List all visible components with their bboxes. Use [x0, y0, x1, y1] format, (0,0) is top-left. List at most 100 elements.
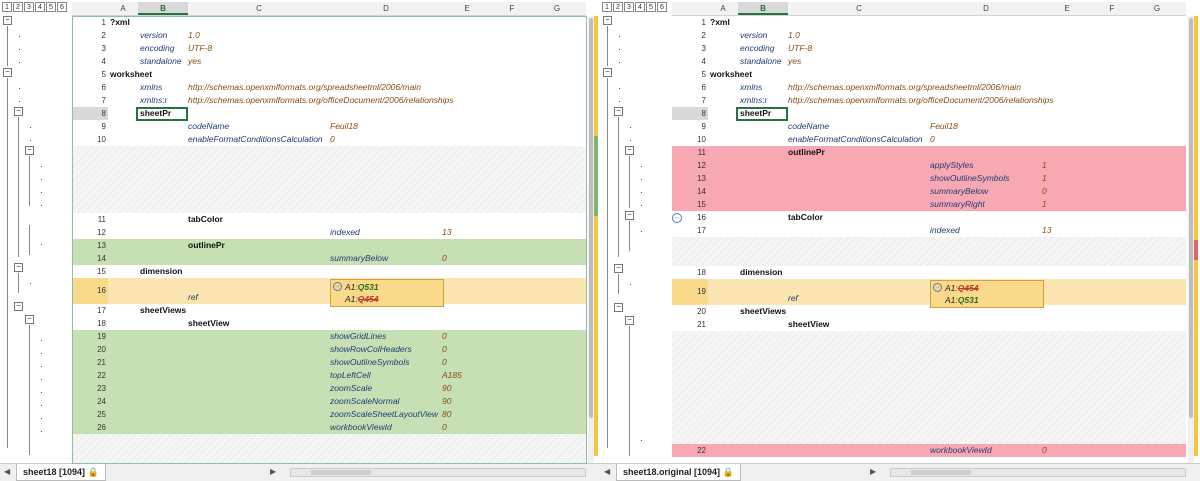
- attribute-value[interactable]: 1: [1042, 160, 1047, 170]
- selected-cell[interactable]: [136, 107, 188, 121]
- outline-level-5-button[interactable]: 5: [46, 2, 56, 12]
- tab-prev-icon[interactable]: ◀: [4, 467, 11, 476]
- attribute-value[interactable]: A185: [442, 370, 462, 380]
- scroll-thumb[interactable]: [589, 18, 593, 418]
- attribute-value[interactable]: http://schemas.openxmlformats.org/office…: [788, 95, 1054, 105]
- row-number[interactable]: 20: [97, 345, 106, 354]
- attribute-name[interactable]: zoomScale: [330, 383, 373, 393]
- attribute-name[interactable]: showOutlineSymbols: [330, 357, 410, 367]
- attribute-name[interactable]: standalone: [140, 56, 182, 66]
- attribute-value[interactable]: 0: [330, 134, 335, 144]
- attribute-name[interactable]: version: [140, 30, 168, 40]
- attribute-value[interactable]: 13: [1042, 225, 1052, 235]
- row-number[interactable]: 5: [101, 70, 106, 79]
- outline-collapse-icon[interactable]: −: [625, 211, 634, 220]
- row-number[interactable]: 3: [101, 44, 106, 53]
- attribute-name[interactable]: workbookViewId: [930, 445, 992, 455]
- column-header-g[interactable]: G: [553, 4, 561, 13]
- attribute-name[interactable]: xmlns:r: [740, 95, 768, 105]
- attribute-value[interactable]: UTF-8: [188, 43, 213, 53]
- row-number[interactable]: 26: [97, 423, 106, 432]
- attribute-name[interactable]: enableFormatConditionsCalculation: [788, 134, 923, 144]
- row-number[interactable]: 20: [697, 307, 706, 316]
- horizontal-scrollbar[interactable]: [290, 468, 586, 477]
- attribute-name[interactable]: zoomScaleNormal: [330, 396, 400, 406]
- row-number[interactable]: 14: [697, 187, 706, 196]
- element-name[interactable]: ?xml: [710, 17, 730, 27]
- column-header-f[interactable]: F: [509, 4, 515, 13]
- attribute-name[interactable]: summaryRight: [930, 199, 985, 209]
- attribute-value[interactable]: 0: [442, 253, 447, 263]
- row-number[interactable]: 25: [97, 410, 106, 419]
- element-name[interactable]: ?xml: [110, 17, 130, 27]
- attribute-name[interactable]: showRowColHeaders: [330, 344, 412, 354]
- attribute-value[interactable]: 0: [442, 422, 447, 432]
- tab-next-icon[interactable]: ▶: [270, 467, 277, 476]
- row-number[interactable]: 11: [697, 148, 706, 157]
- row-number[interactable]: 24: [97, 397, 106, 406]
- horizontal-scrollbar[interactable]: [890, 468, 1186, 477]
- row-number[interactable]: 8: [672, 107, 708, 120]
- element-name[interactable]: sheetPr: [740, 108, 772, 118]
- attribute-value[interactable]: 80: [442, 409, 452, 419]
- attribute-name[interactable]: zoomScaleSheetLayoutView: [330, 409, 439, 419]
- row-number[interactable]: 16: [697, 213, 706, 222]
- attribute-value[interactable]: yes: [788, 56, 802, 66]
- attribute-value[interactable]: UTF-8: [788, 43, 813, 53]
- column-header-a[interactable]: A: [720, 4, 726, 13]
- scroll-thumb[interactable]: [311, 470, 371, 475]
- attribute-value[interactable]: 0: [442, 344, 447, 354]
- row-number[interactable]: 12: [97, 228, 106, 237]
- row-number[interactable]: 19: [672, 279, 708, 305]
- attribute-name[interactable]: indexed: [930, 225, 960, 235]
- attribute-value[interactable]: 90: [442, 383, 452, 393]
- sheet-tab[interactable]: sheet18.original [1094] 🔒: [616, 464, 741, 481]
- attribute-name[interactable]: indexed: [330, 227, 360, 237]
- row-number[interactable]: 9: [701, 122, 706, 131]
- outline-level-6-button[interactable]: 6: [657, 2, 667, 12]
- row-number[interactable]: 18: [97, 319, 106, 328]
- element-name[interactable]: worksheet: [110, 69, 153, 79]
- attribute-name[interactable]: codeName: [788, 121, 830, 131]
- attribute-value[interactable]: Feuil18: [330, 121, 358, 131]
- attribute-name[interactable]: showOutlineSymbols: [930, 173, 1010, 183]
- swap-arrow-icon[interactable]: →: [333, 282, 342, 291]
- swap-arrow-icon[interactable]: →: [933, 283, 942, 292]
- attribute-value[interactable]: http://schemas.openxmlformats.org/spread…: [188, 82, 421, 92]
- row-number[interactable]: 5: [701, 70, 706, 79]
- attribute-value[interactable]: 90: [442, 396, 452, 406]
- column-header-e[interactable]: E: [464, 4, 470, 13]
- row-number[interactable]: 6: [101, 83, 106, 92]
- outline-collapse-icon[interactable]: −: [3, 68, 12, 77]
- column-header-d[interactable]: D: [383, 4, 389, 13]
- attribute-value[interactable]: 0: [1042, 445, 1047, 455]
- outline-collapse-icon[interactable]: −: [14, 107, 23, 116]
- attribute-name[interactable]: xmlns:r: [140, 95, 168, 105]
- column-header-d[interactable]: D: [983, 4, 989, 13]
- attribute-name[interactable]: xmlns: [140, 82, 163, 92]
- row-number[interactable]: 9: [101, 122, 106, 131]
- row-number[interactable]: 13: [697, 174, 706, 183]
- row-number[interactable]: 4: [101, 57, 106, 66]
- row-number[interactable]: 7: [701, 96, 706, 105]
- row-number[interactable]: 23: [97, 384, 106, 393]
- outline-collapse-icon[interactable]: −: [25, 315, 34, 324]
- element-name[interactable]: sheetViews: [140, 305, 187, 315]
- tab-next-icon[interactable]: ▶: [870, 467, 877, 476]
- element-name[interactable]: sheetPr: [140, 108, 172, 118]
- row-number[interactable]: 12: [697, 161, 706, 170]
- attribute-name[interactable]: enableFormatConditionsCalculation: [188, 134, 323, 144]
- element-name[interactable]: outlinePr: [188, 240, 225, 250]
- row-number[interactable]: 4: [701, 57, 706, 66]
- outline-collapse-icon[interactable]: −: [614, 107, 623, 116]
- outline-level-2-button[interactable]: 2: [613, 2, 623, 12]
- outline-collapse-icon[interactable]: −: [625, 146, 634, 155]
- attribute-value[interactable]: http://schemas.openxmlformats.org/spread…: [788, 82, 1021, 92]
- column-header-e[interactable]: E: [1064, 4, 1070, 13]
- row-number[interactable]: 13: [97, 241, 106, 250]
- outline-collapse-icon[interactable]: −: [614, 264, 623, 273]
